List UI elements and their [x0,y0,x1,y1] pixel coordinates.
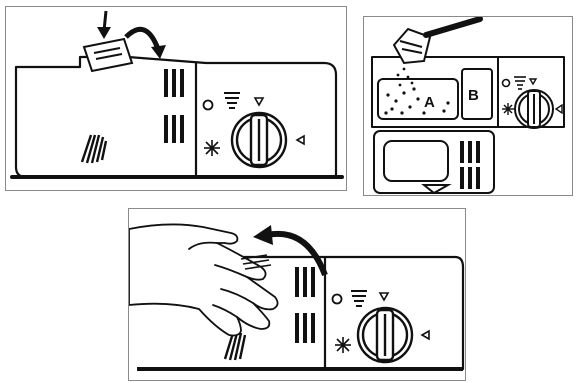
rinse-aid-symbol [351,291,367,306]
rinse-aid-dial [515,90,553,128]
sun-symbol [335,337,351,353]
rinse-aid-dial [358,308,412,362]
dial-side-marker [556,105,562,113]
spray-symbol [82,135,106,163]
dial-side-marker [297,136,304,144]
indicator-light [204,101,213,110]
dial-top-marker [380,293,388,300]
rinse-aid-dial [232,113,286,167]
sun-symbol [204,140,220,156]
press-down-arrow [97,11,111,39]
lid-open-arrow [126,29,166,59]
compartment-a-label: A [424,94,435,111]
vent-slots [164,69,184,143]
diagram-panel-close-lid [128,208,466,381]
indicator-light [333,295,342,304]
lid-release-tab [84,39,132,71]
indicator-light [503,80,510,87]
dispenser-illustration [6,7,347,191]
compartment-b-label: B [468,87,479,104]
detergent-fill-illustration: A B [364,17,573,196]
dial-top-marker [530,79,536,84]
lid-close-illustration [129,209,466,381]
dial-side-marker [422,331,429,339]
diagram-panel-open-lid [5,6,347,191]
vent-slots [295,267,315,343]
dial-top-marker [255,98,263,105]
diagram-panel-fill-detergent: A B [363,16,573,196]
rinse-aid-symbol [514,77,526,89]
sun-symbol [502,103,514,115]
detergent-powder [384,68,449,115]
hand-illustration [129,224,278,335]
spray-symbol [225,333,245,360]
rinse-aid-symbol [224,93,240,108]
